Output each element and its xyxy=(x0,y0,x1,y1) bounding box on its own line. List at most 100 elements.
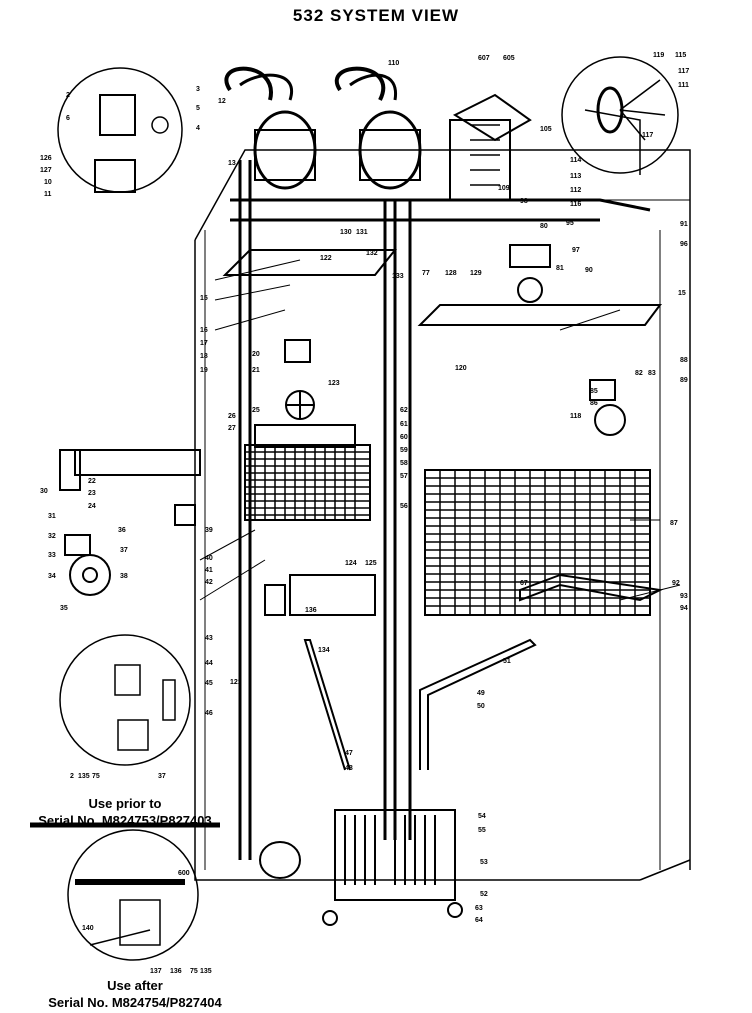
callout: 607 xyxy=(478,55,490,62)
callout: 111 xyxy=(678,82,689,89)
compressor-left xyxy=(253,110,317,190)
callout: 45 xyxy=(205,680,213,687)
callout: 50 xyxy=(477,703,485,710)
inset-top-right xyxy=(561,56,679,175)
callout: 140 xyxy=(82,925,94,932)
callout: 20 xyxy=(252,351,260,358)
callout-labels: 2 3 4 5 6 126 127 10 11 12 13 15 16 17 1… xyxy=(40,52,689,975)
callout: 83 xyxy=(648,370,656,377)
callout: 600 xyxy=(178,870,190,877)
callout: 12 xyxy=(218,98,226,105)
callout: 37 xyxy=(158,773,166,780)
callout: 27 xyxy=(228,425,236,432)
callout: 93 xyxy=(680,593,688,600)
callout: 2 xyxy=(66,92,70,99)
callout: 121 xyxy=(230,679,242,686)
callout: 23 xyxy=(88,490,96,497)
callout: 127 xyxy=(40,167,52,174)
callout: 47 xyxy=(345,750,353,757)
callout: 132 xyxy=(366,250,378,257)
callout: 62 xyxy=(400,407,408,414)
callout: 110 xyxy=(388,60,399,67)
callout: 22 xyxy=(88,478,96,485)
callout: 31 xyxy=(48,513,56,520)
drain-pan xyxy=(303,638,537,901)
callout: 15 xyxy=(678,290,686,297)
callout: 54 xyxy=(478,813,486,820)
callout: 18 xyxy=(200,353,208,360)
callout: 126 xyxy=(40,155,52,162)
callout: 135 xyxy=(78,773,90,780)
callout: 125 xyxy=(365,560,377,567)
callout: 30 xyxy=(40,488,48,495)
callout: 5 xyxy=(196,105,200,112)
inset-prior-caption: Use prior to Serial No. M824753/P827403 xyxy=(10,795,240,829)
callout: 82 xyxy=(635,370,643,377)
callout: 118 xyxy=(570,413,581,420)
callout: 44 xyxy=(205,660,213,667)
callout: 92 xyxy=(672,580,680,587)
callout: 605 xyxy=(503,55,515,62)
cabinet-outline xyxy=(194,149,691,881)
callout: 115 xyxy=(675,52,686,59)
callout: 33 xyxy=(48,552,56,559)
inset-after-serial: Serial No. M824754/P827404 xyxy=(48,995,222,1010)
callout: 75 xyxy=(190,968,198,975)
callout: 59 xyxy=(400,447,408,454)
condenser-coil xyxy=(424,469,651,616)
callout: 43 xyxy=(205,635,213,642)
inset-prior-caption-line1: Use prior to xyxy=(88,796,162,811)
callout: 136 xyxy=(170,968,182,975)
callout: 4 xyxy=(196,125,200,132)
callout: 60 xyxy=(400,434,408,441)
callout: 16 xyxy=(200,327,208,334)
callout: 6 xyxy=(66,115,70,122)
callout: 98 xyxy=(520,198,528,205)
callout: 58 xyxy=(400,460,408,467)
callout: 129 xyxy=(470,270,482,277)
callout: 105 xyxy=(540,126,552,133)
callout: 36 xyxy=(118,527,126,534)
callout: 26 xyxy=(228,413,236,420)
callout: 89 xyxy=(680,377,688,384)
callout: 80 xyxy=(540,223,548,230)
callout: 24 xyxy=(88,503,96,510)
inset-prior-serial: Serial No. M824753/P827403 xyxy=(38,813,212,828)
callout: 39 xyxy=(205,527,213,534)
callout: 122 xyxy=(320,255,332,262)
callout: 48 xyxy=(345,765,353,772)
callout: 91 xyxy=(680,221,688,228)
components xyxy=(59,244,626,926)
callout: 86 xyxy=(590,400,598,407)
main-tubes xyxy=(230,160,651,860)
callout: 49 xyxy=(477,690,485,697)
callout: 119 xyxy=(653,52,664,59)
callout: 120 xyxy=(455,365,467,372)
callout: 53 xyxy=(480,859,488,866)
callout: 113 xyxy=(570,173,581,180)
callout: 75 xyxy=(92,773,100,780)
callout: 124 xyxy=(345,560,357,567)
callout: 38 xyxy=(120,573,128,580)
callout: 10 xyxy=(44,179,52,186)
callout: 134 xyxy=(318,647,330,654)
callout: 17 xyxy=(200,340,208,347)
callout: 25 xyxy=(252,407,260,414)
callout: 13 xyxy=(228,160,236,167)
leader-lines xyxy=(199,259,681,601)
callout: 11 xyxy=(44,191,52,198)
callout: 34 xyxy=(48,573,56,580)
callout: 35 xyxy=(60,605,68,612)
callout: 19 xyxy=(200,367,208,374)
callout: 135 xyxy=(200,968,212,975)
callout: 116 xyxy=(570,201,581,208)
callout: 15 xyxy=(200,295,208,302)
callout: 114 xyxy=(570,157,581,164)
diagram-title: 532 SYSTEM VIEW xyxy=(292,6,460,25)
callout: 2 xyxy=(70,773,74,780)
inset-prior xyxy=(59,634,191,766)
callout: 67 xyxy=(520,580,528,587)
callout: 64 xyxy=(475,917,483,924)
callout: 128 xyxy=(445,270,457,277)
